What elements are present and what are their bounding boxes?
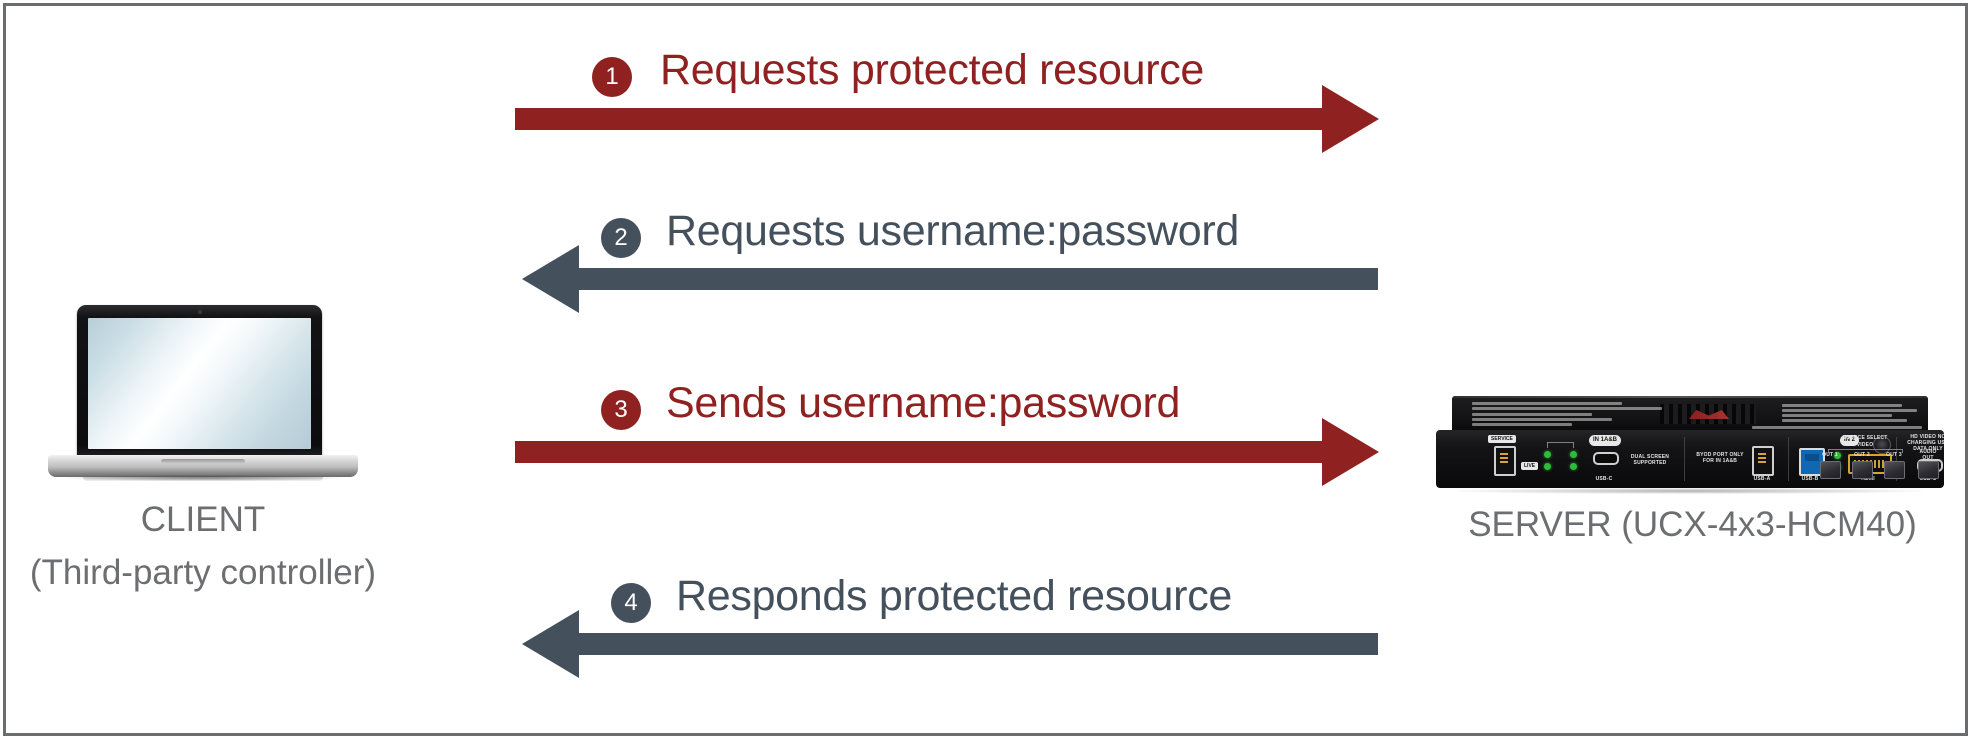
client-caption-line1: CLIENT — [140, 500, 266, 539]
port-in1-usb-c — [1593, 452, 1619, 465]
step-label-2: Requests username:password — [666, 207, 1239, 255]
server-top-panel — [1452, 396, 1928, 434]
label-usba: USB-A — [1753, 476, 1771, 482]
arrow-head-1 — [1322, 85, 1379, 153]
step-badge-3: 3 — [601, 390, 641, 430]
step-label-4: Responds protected resource — [676, 572, 1233, 620]
label-out1: OUT 1 — [1822, 452, 1838, 458]
step-label-3: Sends username:password — [666, 379, 1181, 427]
label-in1ab: IN 1A&B — [1589, 435, 1622, 446]
label-in2: IN 2 — [1840, 435, 1860, 446]
button-out3[interactable] — [1884, 461, 1905, 479]
laptop-shadow — [62, 475, 344, 481]
button-audio-out[interactable] — [1918, 461, 1939, 479]
label-audio-out: AUDIO OUT — [1919, 449, 1937, 461]
label-out3: OUT 3 — [1886, 452, 1902, 458]
step-badge-4: 4 — [611, 583, 651, 623]
source-select-cluster: SOURCE SELECT VIDEO OUT 1 OUT 2 OUT 3 AU… — [1798, 430, 1944, 488]
label-dual-screen: DUAL SCREEN SUPPORTED — [1630, 454, 1670, 466]
server-shadow — [1458, 488, 1922, 494]
led-live-b — [1570, 463, 1577, 470]
label-service: SERVICE — [1488, 435, 1516, 443]
arrow-head-4 — [522, 610, 579, 678]
laptop-trackpad-notch — [161, 459, 245, 464]
laptop-screen — [88, 318, 311, 449]
laptop-camera-icon — [197, 310, 202, 314]
server-vent — [1660, 404, 1756, 424]
arrow-shaft-3 — [515, 441, 1323, 463]
led-live-a — [1544, 463, 1551, 470]
laptop-base — [48, 455, 358, 477]
laptop-foot — [83, 477, 323, 481]
label-usbc-1: USB-C — [1595, 476, 1613, 482]
led-in2-a — [1834, 452, 1841, 459]
button-out2[interactable] — [1852, 461, 1873, 479]
label-out2: OUT 2 — [1854, 452, 1870, 458]
step-badge-1: 1 — [592, 57, 632, 97]
port-service-usb-a — [1494, 446, 1516, 476]
source-select-title: SOURCE SELECT — [1842, 435, 1888, 441]
server-caption: SERVER (UCX-4x3-HCM40) — [1468, 505, 1917, 544]
laptop-icon — [48, 305, 358, 485]
label-hdmi-in2: HDMI — [1861, 476, 1875, 482]
label-usbc-2: USB-C — [1919, 476, 1937, 482]
client-caption-line2: (Third-party controller) — [29, 553, 377, 592]
arrow-head-2 — [522, 245, 579, 313]
label-byod-port: BYOD PORT ONLY FOR IN 1A&B — [1696, 452, 1744, 464]
led-in1b — [1570, 451, 1577, 458]
led-in1a — [1544, 451, 1551, 458]
step-label-1: Requests protected resource — [660, 46, 1205, 94]
button-out1[interactable] — [1820, 461, 1841, 479]
arrow-shaft-4 — [579, 633, 1378, 655]
av-switcher-icon: SERVICE LIVE IN 1A&B USB-C DUAL SCREEN S… — [1436, 396, 1944, 494]
label-usbb: USB-B — [1801, 476, 1819, 482]
step-badge-2: 2 — [601, 218, 641, 258]
label-live: LIVE — [1521, 462, 1539, 470]
arrow-shaft-1 — [515, 108, 1323, 130]
arrow-shaft-2 — [579, 268, 1378, 290]
laptop-lid — [77, 305, 322, 458]
arrow-head-3 — [1322, 418, 1379, 486]
video-group-title: VIDEO — [1856, 442, 1874, 448]
label-hd-video-note: HD VIDEO NO CHARGING USB DATA ONLY — [1907, 434, 1944, 452]
port-byod-usb-a — [1752, 446, 1774, 476]
